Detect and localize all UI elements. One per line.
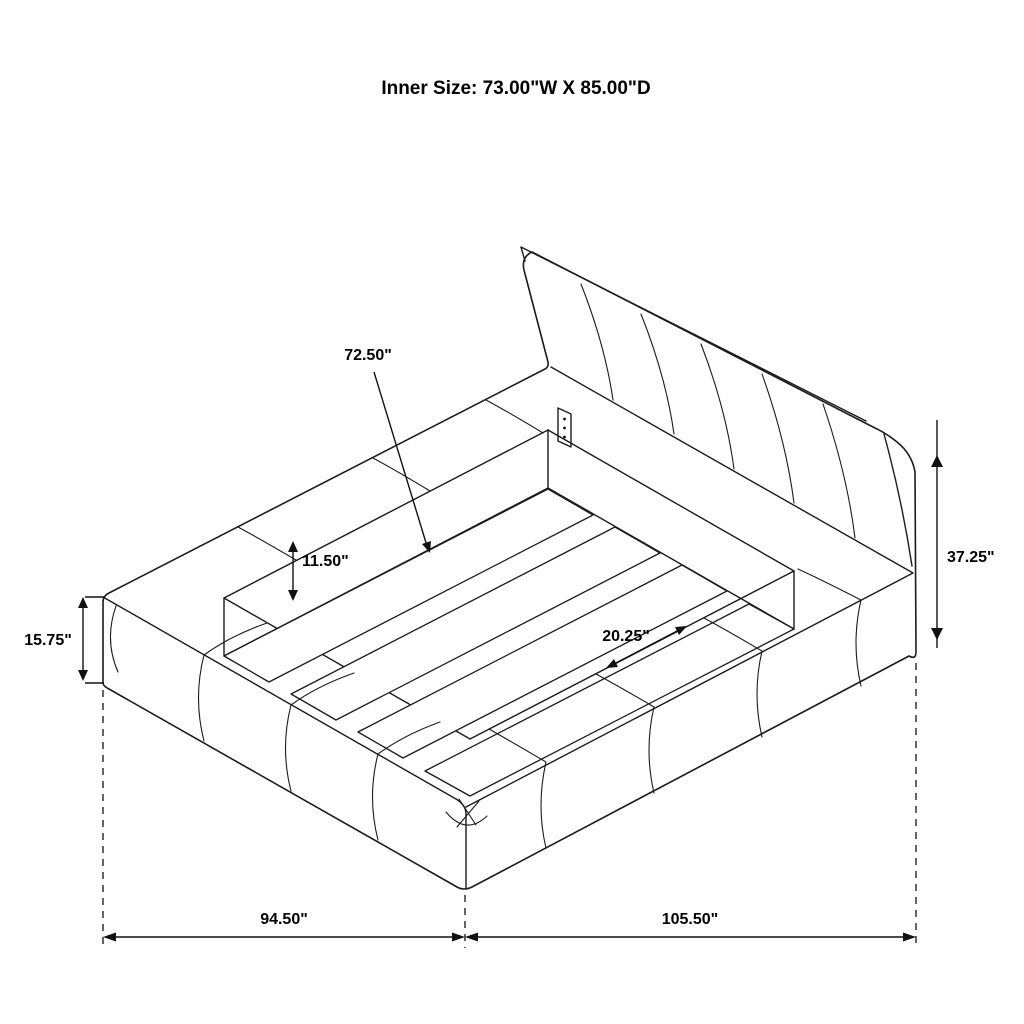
dim-label-headboard-height: 37.25" [947,549,995,566]
corner-tuft-front [445,798,488,828]
slat-2 [290,526,661,721]
dim-base-rail-height: 15.75" [24,596,104,684]
arrowhead [422,541,431,553]
headboard [520,246,913,567]
dim-overall-width: 94.50" [103,911,465,942]
headboard-right-edge [883,433,913,567]
center-bracket [557,407,572,448]
slat-1 [223,488,594,683]
bed-silhouette [102,251,917,890]
dim-label-overall-width: 94.50" [260,911,308,928]
front-right-face-seams [488,568,862,849]
dim-label-slat-pointer: 72.50" [344,347,392,364]
dim-label-inner-rail-height: 11.50" [302,553,349,570]
headboard-top-back-edge [520,246,867,422]
dim-slat-spacing: 20.25" [602,626,687,668]
dim-inner-rail-height: 11.50" [288,541,349,601]
dim-footprint: 94.50" 105.50" [102,663,917,948]
corner-tuft-left [109,605,119,673]
dim-label-base-rail-height: 15.75" [24,632,72,649]
dim-slat-pointer: 72.50" [344,347,431,553]
dim-overall-depth: 105.50" [465,911,916,942]
slat-deck [223,488,795,797]
dim-label-slat-spacing: 20.25" [602,628,650,645]
slat-4 [424,603,795,797]
dim-headboard-height: 37.25" [931,420,995,648]
back-left-rail-seams [237,399,544,561]
headboard-channel-seams [580,283,856,539]
slat-3 [357,564,728,759]
dim-label-overall-depth: 105.50" [662,911,719,928]
diagram-title: Inner Size: 73.00"W X 85.00"D [381,78,650,99]
rail-tuft-seams [109,399,862,849]
bed-drawing [102,246,917,890]
front-left-face-seams [197,622,441,841]
